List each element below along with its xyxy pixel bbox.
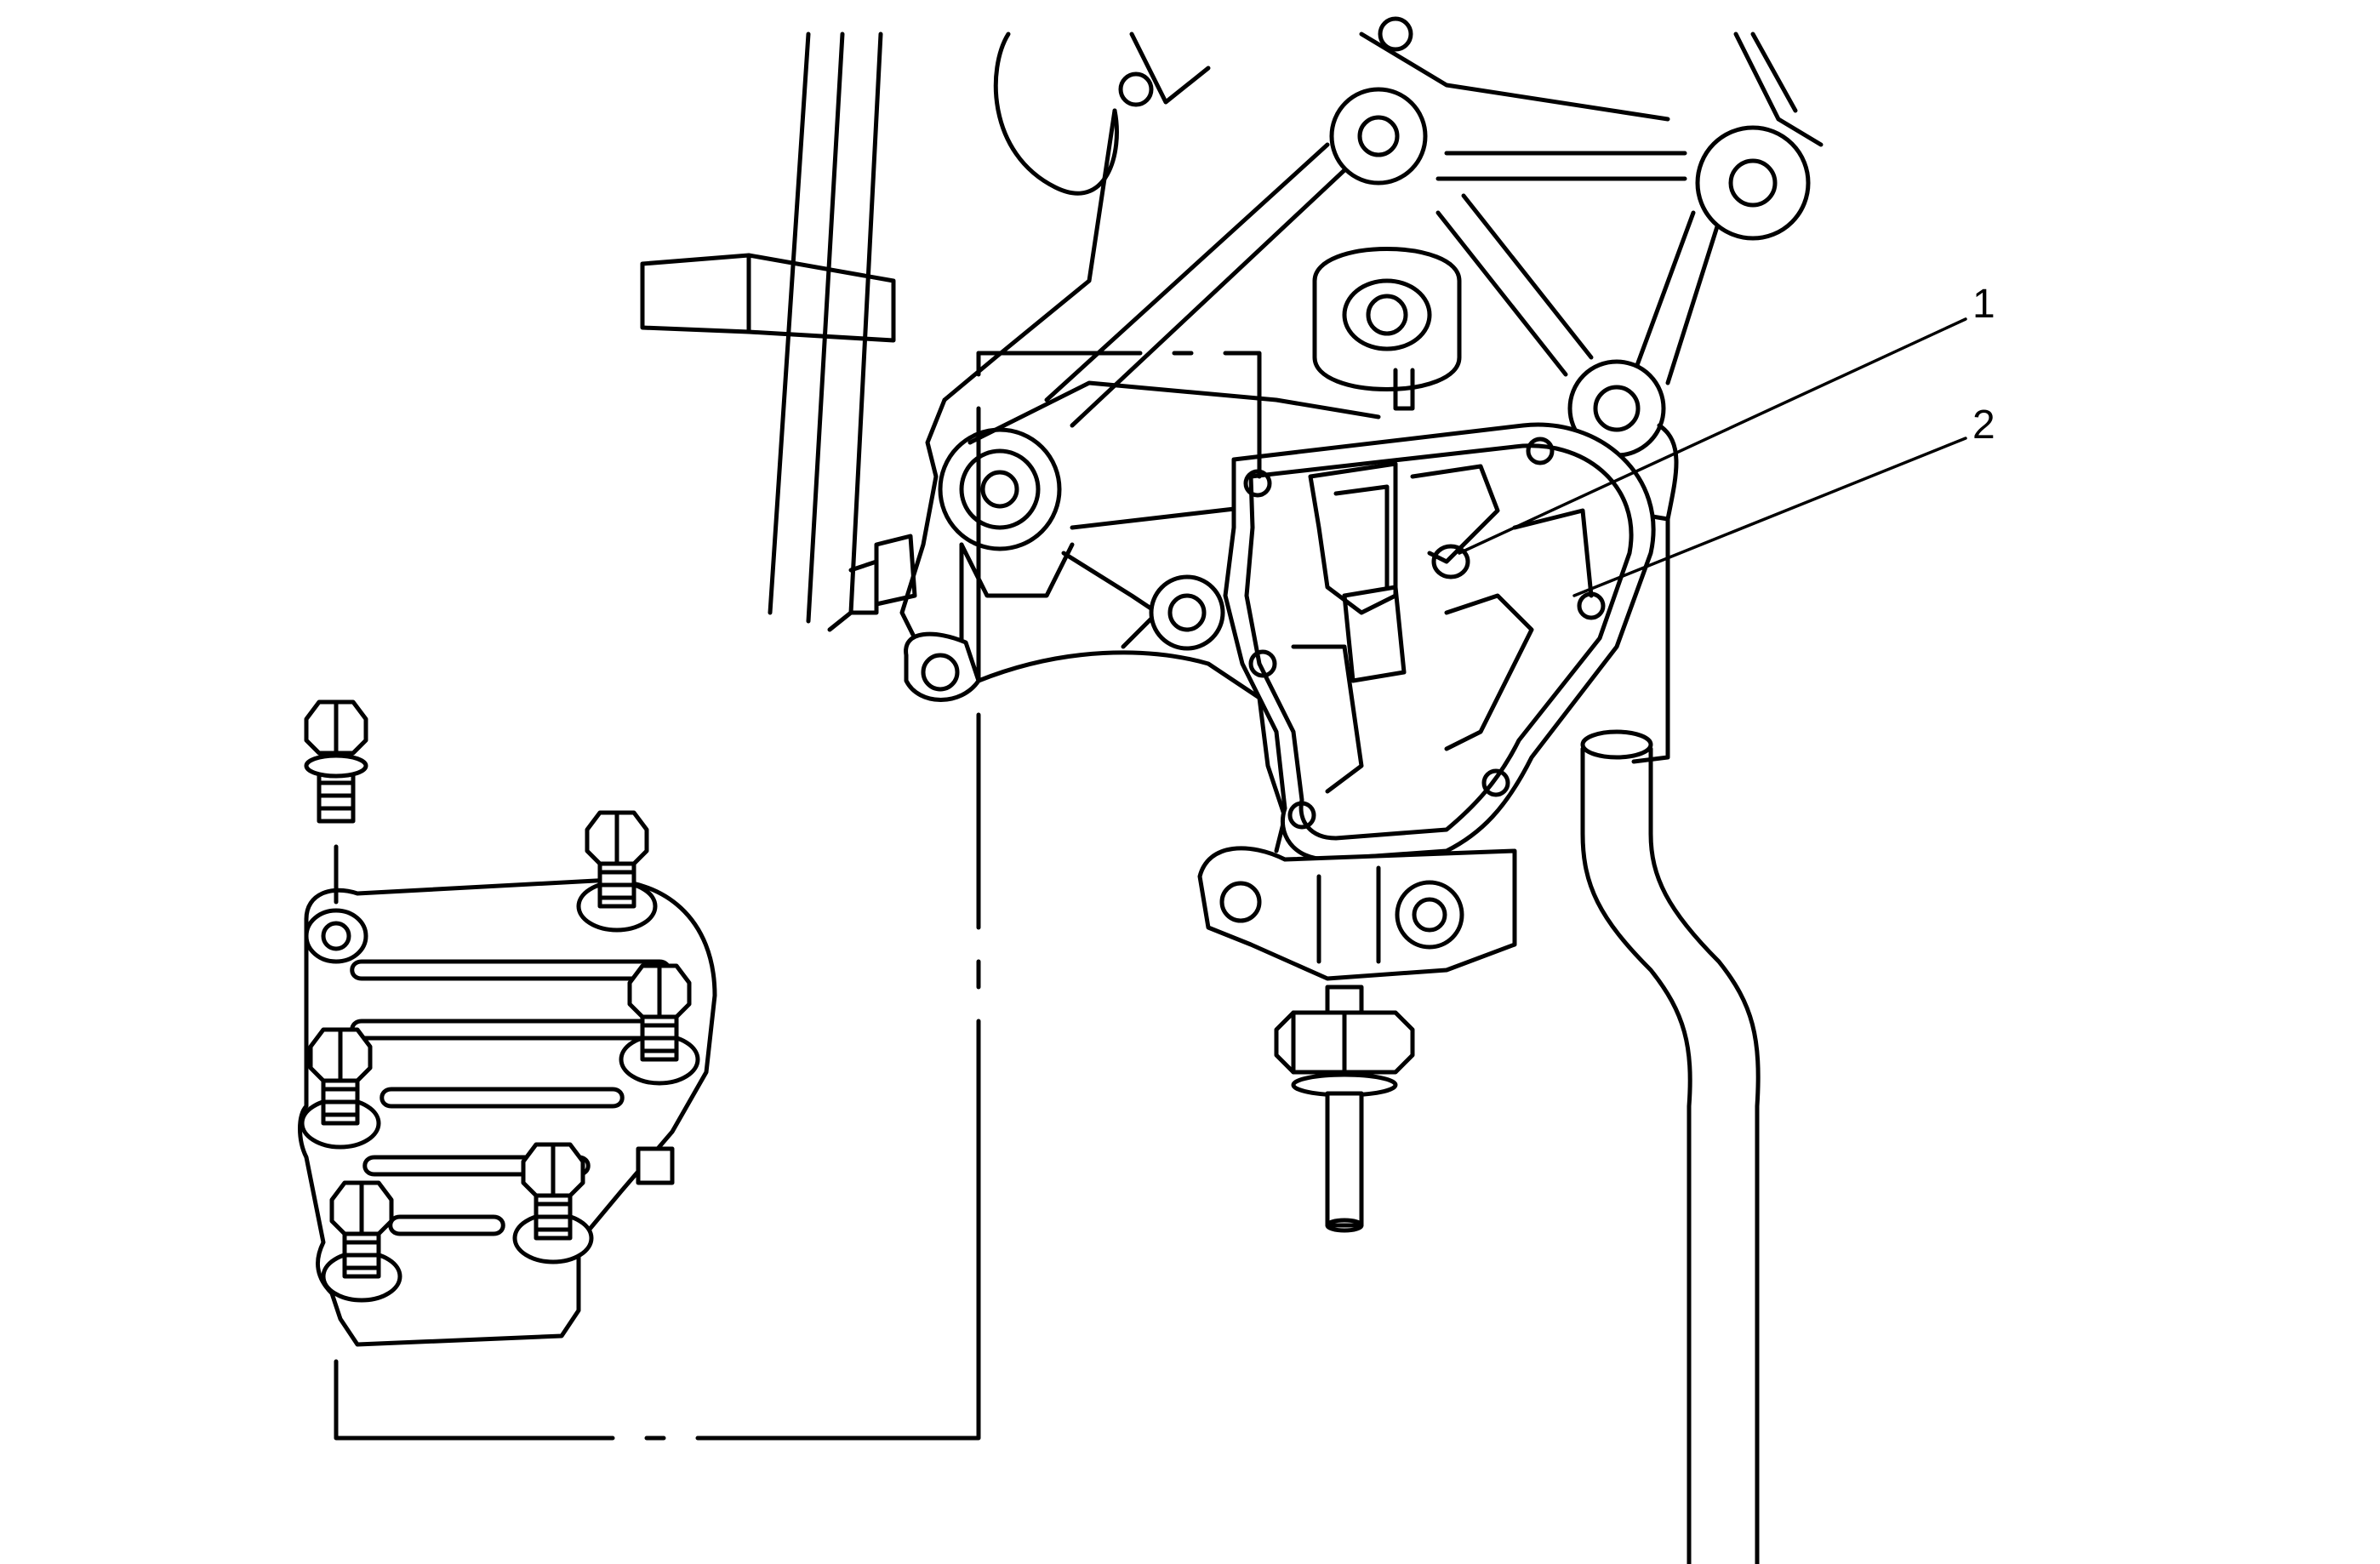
mounting-bracket xyxy=(298,878,717,1347)
bolt xyxy=(576,810,658,933)
bolt xyxy=(512,1142,594,1264)
cover-gasket xyxy=(1197,422,1656,1233)
callout-1-label: 1 xyxy=(1972,282,1995,327)
loose-bolt xyxy=(304,699,368,905)
bolt xyxy=(300,1027,381,1150)
callout-leaders xyxy=(1458,317,1967,597)
coolant-hose xyxy=(1580,729,1761,1564)
callout-2-label: 2 xyxy=(1972,402,1995,448)
bolt xyxy=(321,1180,402,1303)
bolt xyxy=(619,963,700,1086)
alignment-lines xyxy=(334,351,1262,1441)
engine-housing xyxy=(640,16,1824,853)
bracket-bolts xyxy=(300,810,700,1303)
